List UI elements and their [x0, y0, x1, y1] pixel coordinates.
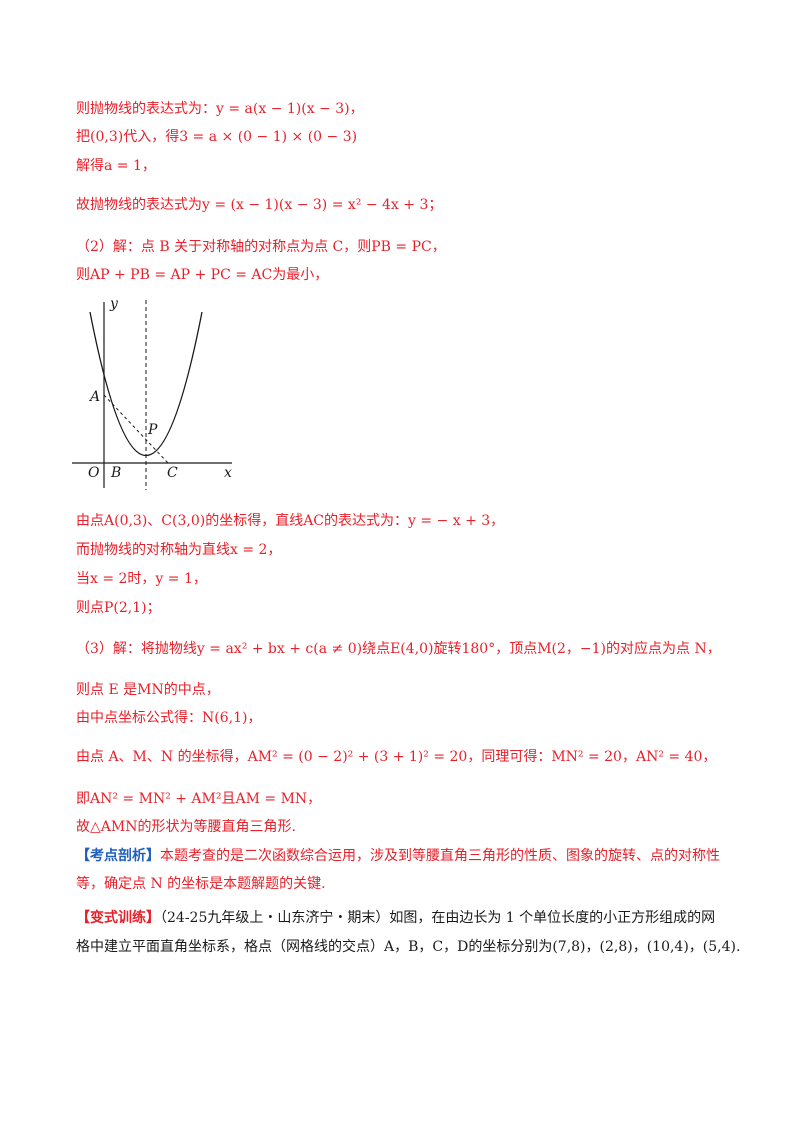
text-line-13: 由中点坐标公式得：N(6,1)，: [76, 710, 262, 726]
analysis-tag: 【考点剖析】: [76, 848, 160, 864]
label-c: C: [167, 465, 178, 481]
label-x: x: [224, 465, 232, 481]
text-line-9: 当x = 2时，y = 1，: [76, 571, 207, 587]
exercise-line-1: 【变式训练】（24-25九年级上・山东济宁・期末）如图，在由边长为 1 个单位长…: [76, 909, 715, 927]
text-line-8: 而抛物线的对称轴为直线x = 2，: [76, 542, 282, 558]
text-line-14: 由点 A、M、N 的坐标得，AM² = (0 − 2)² + (3 + 1)² …: [76, 749, 717, 765]
text-line-15: 即AN² = MN² + AM²且AM = MN，: [76, 791, 322, 807]
label-p: P: [147, 422, 158, 438]
text-line-11: （3）解：将抛物线y = ax² + bx + c(a ≠ 0)绕点E(4,0)…: [76, 641, 721, 657]
exercise-text-1: （24-25九年级上・山东济宁・期末）如图，在由边长为 1 个单位长度的小正方形…: [160, 910, 716, 926]
text-line-7: 由点A(0,3)、C(3,0)的坐标得，直线AC的表达式为：y = − x + …: [76, 513, 505, 529]
text-line-5: （2）解：点 B 关于对称轴的对称点为点 C，则PB = PC，: [76, 239, 446, 255]
text-line-10: 则点P(2,1)；: [76, 600, 161, 616]
segment-ac: [103, 394, 169, 464]
exercise-line-2: 格中建立平面直角坐标系，格点（网格线的交点）A，B，C，D的坐标分别为(7,8)…: [76, 939, 741, 955]
analysis-text-1: 本题考查的是二次函数综合运用，涉及到等腰直角三角形的性质、图象的旋转、点的对称性: [160, 848, 720, 864]
label-b: B: [110, 465, 121, 481]
exercise-tag: 【变式训练】: [76, 910, 160, 926]
text-line-1: 则抛物线的表达式为：y = a(x − 1)(x − 3)，: [76, 101, 364, 117]
label-y: y: [109, 296, 119, 312]
parabola-curve: [89, 311, 203, 456]
label-a: A: [88, 389, 100, 405]
text-line-16: 故△AMN的形状为等腰直角三角形.: [76, 819, 296, 835]
parabola-graph: y x O A B C P: [72, 296, 232, 490]
text-line-6: 则AP + PB = AP + PC = AC为最小，: [76, 267, 329, 283]
text-line-12: 则点 E 是MN的中点，: [76, 682, 220, 698]
text-line-3: 解得a = 1，: [76, 158, 156, 174]
text-line-2: 把(0,3)代入，得3 = a × (0 − 1) × (0 − 3): [76, 129, 358, 145]
analysis-line-2: 等，确定点 N 的坐标是本题解题的关键.: [76, 876, 326, 892]
text-line-4: 故抛物线的表达式为y = (x − 1)(x − 3) = x² − 4x + …: [76, 197, 443, 213]
analysis-line-1: 【考点剖析】本题考查的是二次函数综合运用，涉及到等腰直角三角形的性质、图象的旋转…: [76, 847, 720, 865]
label-o: O: [88, 465, 100, 481]
